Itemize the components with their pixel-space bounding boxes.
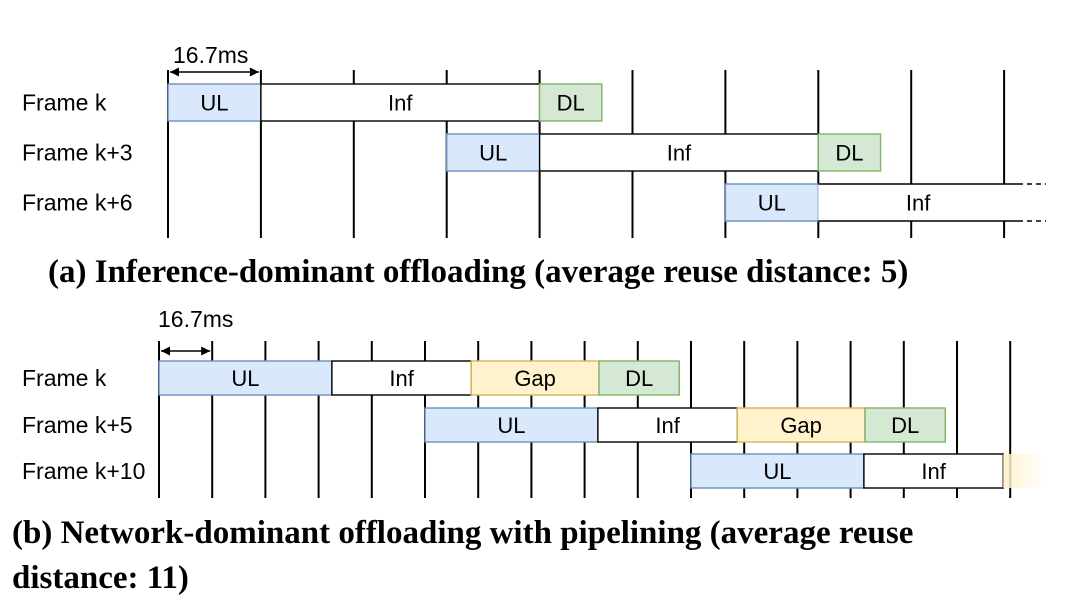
panel-a-row-label: Frame k <box>22 90 107 116</box>
panel-b-interval-label: 16.7ms <box>158 306 233 332</box>
panel-b-dl-block <box>864 407 946 443</box>
panel-b-inf-block-label: Inf <box>921 459 946 484</box>
panel-b-row-label: Frame k <box>22 365 107 391</box>
panel-b-ul-block <box>424 407 599 443</box>
panel-b-row-label: Frame k+10 <box>22 458 145 484</box>
panel-b-ul-block <box>690 453 865 489</box>
panel-b-gap-block-label: Gap <box>780 413 822 438</box>
panel-a-ul-block-label: UL <box>200 91 228 116</box>
panel-a-row-label: Frame k+3 <box>22 140 133 166</box>
panel-a-dl-block-label: DL <box>835 141 863 166</box>
panel-b-gap-block-fading <box>1003 454 1045 488</box>
panel-a-inf-block-label: Inf <box>906 191 931 216</box>
panel-b-caption-line1: (b) Network-dominant offloading with pip… <box>12 515 914 551</box>
panel-a-ul-block-label: UL <box>758 191 786 216</box>
panel-a-row-label: Frame k+6 <box>22 190 133 216</box>
panel-b-ul-block-label: UL <box>231 366 259 391</box>
panel-b-ul-block <box>158 360 333 396</box>
panel-a-interval-label: 16.7ms <box>173 42 248 68</box>
panel-a-dl-block-label: DL <box>557 91 585 116</box>
panel-b-row-label: Frame k+5 <box>22 412 133 438</box>
panel-a-ul-block-label: UL <box>479 141 507 166</box>
panel-b-arrow-head-left <box>161 346 170 356</box>
panel-a-ul-block <box>167 83 262 122</box>
panel-a-inf-block <box>818 184 1018 221</box>
panel-b-dl-block-label: DL <box>891 413 919 438</box>
panel-a-inf-block-label: Inf <box>667 141 692 166</box>
panel-a-dl-block <box>538 83 603 122</box>
panel-a-inf-block-label: Inf <box>388 91 413 116</box>
panel-b-caption-line2: distance: 11) <box>12 560 189 596</box>
panel-b-inf-block <box>597 407 738 443</box>
panel-b-dl-block-label: DL <box>625 366 653 391</box>
panel-a-dl-block <box>817 133 882 172</box>
panel-a-inf-block <box>260 83 541 122</box>
panel-a-ul-block <box>446 133 541 172</box>
panel-b-inf-block-label: Inf <box>389 366 414 391</box>
panel-b-ul-block-label: UL <box>763 459 791 484</box>
panel-a-inf-block <box>538 133 819 172</box>
panel-b-inf-block-label: Inf <box>655 413 680 438</box>
panel-b-dl-block <box>598 360 680 396</box>
panel-b-ul-block-label: UL <box>497 413 525 438</box>
panel-a-caption: (a) Inference-dominant offloading (avera… <box>48 254 909 290</box>
panel-b-arrow-head-right <box>201 346 211 356</box>
panel-a-arrow-head-right <box>249 67 259 77</box>
panel-b-gap-block <box>736 407 866 443</box>
panel-b-gap-block-label: Gap <box>514 366 556 391</box>
panel-a-arrow-head-left <box>170 67 179 77</box>
panel-a-ul-block <box>724 183 820 222</box>
